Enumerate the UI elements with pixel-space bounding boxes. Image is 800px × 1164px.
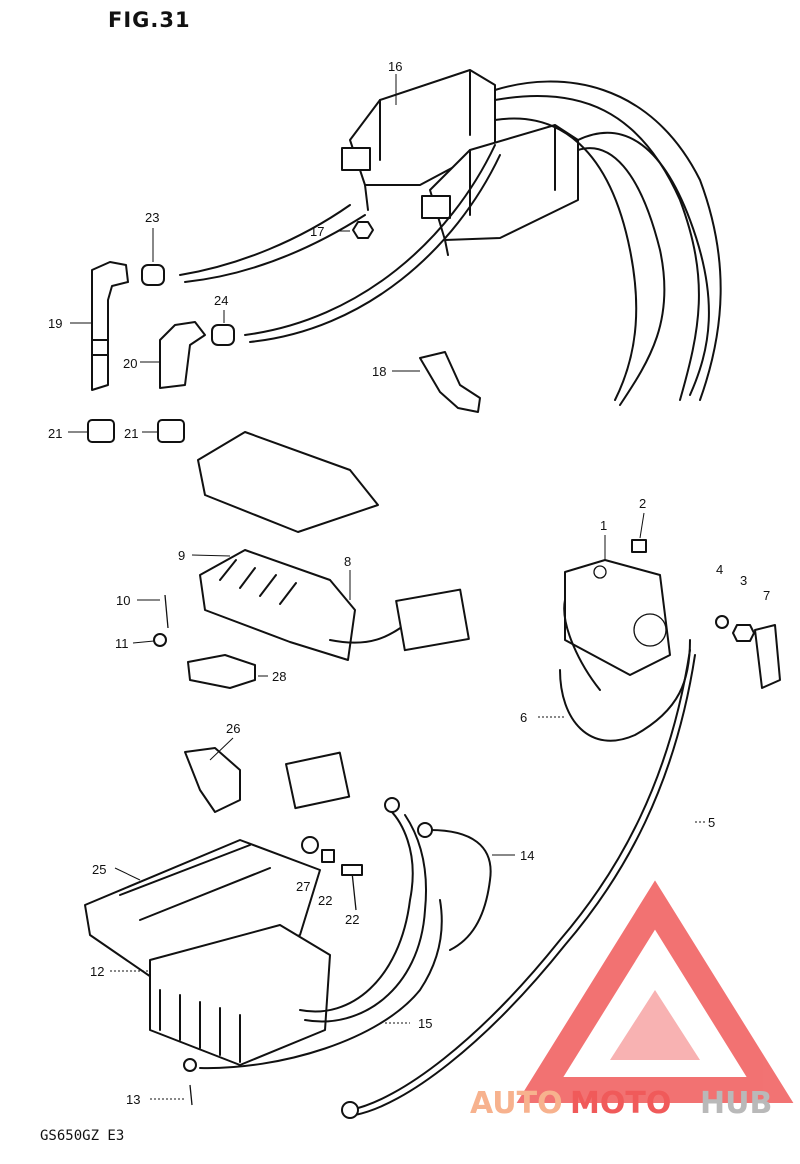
callout-22a: 23 (145, 210, 159, 225)
callout-5: 5 (708, 815, 715, 830)
nut-3 (732, 624, 755, 642)
callout-23: 25 (92, 862, 106, 877)
watermark-auto: AUTO (470, 1086, 563, 1121)
callout-15: 15 (418, 1016, 432, 1031)
callout-10: 10 (116, 593, 130, 608)
watermark-logo (516, 880, 794, 1103)
callout-25: 22 (345, 912, 359, 927)
cap-boot-21-a (87, 419, 115, 443)
callout-2: 2 (639, 496, 646, 511)
cap-boot-21-b (157, 419, 185, 443)
callout-17: 17 (310, 224, 324, 239)
nut-17 (352, 221, 374, 239)
cap-7 (754, 624, 781, 689)
watermark-text: AUTO MOTO HUB (470, 1086, 772, 1121)
clamp-18 (419, 351, 481, 413)
callout-14: 14 (520, 848, 534, 863)
callout-18: 18 (372, 364, 386, 379)
washer-11 (153, 633, 167, 647)
regulator-rectifier-12 (149, 924, 331, 1066)
callout-labels: 16 17 23 24 19 20 18 21 21 9 8 10 11 28 … (48, 59, 770, 1107)
nut-26 (321, 849, 335, 863)
callout-21b: 21 (124, 426, 138, 441)
bolt-25-head (341, 864, 363, 876)
callout-20: 20 (123, 356, 137, 371)
bolt-25 (351, 871, 357, 911)
coupler-15 (285, 751, 351, 810)
callout-7: 7 (763, 588, 770, 603)
callout-11: 11 (115, 636, 129, 651)
callout-13: 13 (126, 1092, 140, 1107)
callout-16: 16 (388, 59, 402, 74)
starter-relay-1 (563, 559, 671, 691)
seal-22-a (141, 264, 165, 286)
callout-28: 28 (272, 669, 286, 684)
figure-title: FIG.31 (108, 8, 191, 32)
battery-lead-5 (349, 649, 691, 1111)
callout-8: 8 (344, 554, 351, 569)
callout-1: 1 (600, 518, 607, 533)
spark-plug-cap-19 (91, 261, 129, 391)
regulator-bracket-23 (84, 839, 321, 991)
callout-6: 6 (520, 710, 527, 725)
ignition-coil-assembly (179, 69, 722, 406)
spark-plug-cap-20 (159, 321, 206, 389)
callout-21a: 21 (48, 426, 62, 441)
bracket-24 (184, 747, 241, 813)
callout-26: 22 (318, 893, 332, 908)
model-code: GS650GZ E3 (40, 1128, 125, 1144)
bolt-10 (164, 594, 169, 629)
seal-22-b (211, 324, 235, 346)
callout-4: 4 (716, 562, 723, 577)
nut-4 (715, 615, 729, 629)
fuse-box-8 (199, 549, 470, 661)
screw-13 (189, 1084, 193, 1106)
callout-22b: 24 (214, 293, 228, 308)
callout-3: 3 (740, 573, 747, 588)
screw-2 (631, 539, 647, 553)
callout-12: 12 (90, 964, 104, 979)
watermark-hub: HUB (700, 1086, 772, 1121)
fuse-box-cover (197, 431, 379, 533)
wire-harness-15 (299, 809, 414, 1013)
washer-27 (301, 836, 319, 854)
bracket-28 (187, 654, 256, 689)
watermark-moto: MOTO (570, 1086, 671, 1121)
callout-9: 9 (178, 548, 185, 563)
leader-lines (68, 74, 705, 1100)
ground-lead-14 (429, 829, 492, 951)
callout-27: 27 (296, 879, 310, 894)
callout-19: 19 (48, 316, 62, 331)
callout-24: 26 (226, 721, 240, 736)
